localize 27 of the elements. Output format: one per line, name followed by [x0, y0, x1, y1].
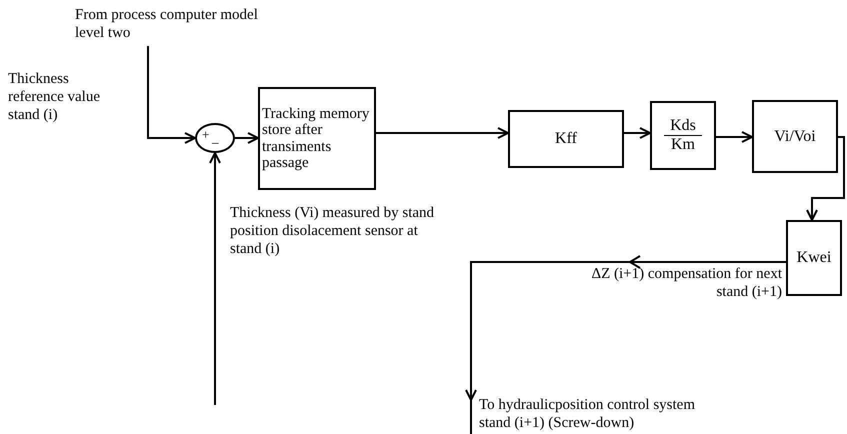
signal-text: To hydraulicposition control system stand (i+1) (Screw-down) [471, 396, 711, 434]
denominator: Km [670, 136, 696, 154]
gain-block [650, 101, 716, 170]
signal-text: From process computer model level two [75, 6, 275, 46]
signal-text: Thickness reference value stand (i) [8, 70, 102, 124]
block [752, 100, 838, 173]
arrow [806, 136, 845, 221]
arrow [147, 46, 196, 144]
plus-sign: + [202, 128, 210, 141]
arrow [716, 131, 753, 143]
signal-text: Thickness (Vi) measured by stand position disolacement sensor at stand (i) [230, 204, 436, 258]
minus-sign: _ [212, 131, 218, 144]
arrow [465, 261, 786, 401]
edge-label: ΔZ (i+1) compensation for next stand (i+1) [590, 265, 782, 301]
arrow [376, 127, 509, 139]
block [508, 110, 624, 168]
block-label: Vi/Voi [774, 128, 816, 146]
summing-junction [195, 123, 235, 153]
numerator: Kds [664, 117, 702, 136]
arrow [209, 152, 221, 405]
block-label: Tracking memory store after transiments passage [262, 106, 370, 172]
arrow [624, 127, 651, 139]
block-label: Kff [555, 130, 577, 148]
block [258, 87, 376, 190]
block-label: Kwei [796, 249, 832, 267]
arrow [235, 132, 259, 144]
block [786, 220, 842, 296]
